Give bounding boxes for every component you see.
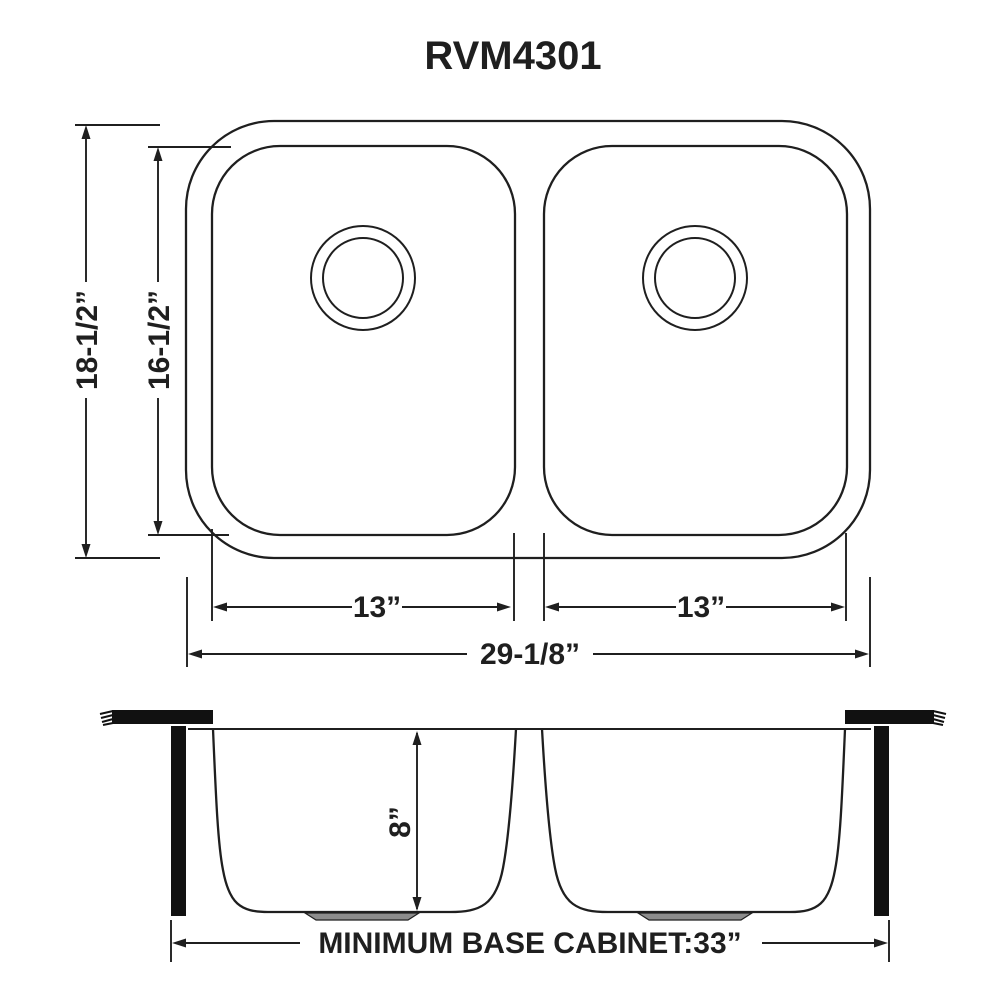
countertop-left-break-marks	[99, 710, 114, 726]
arrowhead	[412, 897, 422, 911]
hatch-mark	[101, 718, 114, 723]
outer-rim-outline	[184, 119, 872, 560]
left-bowl-outline	[210, 144, 517, 537]
countertop-right-break-marks	[932, 710, 947, 726]
left-drain-inner-ring	[322, 237, 404, 319]
right-drain	[642, 225, 748, 331]
arrowhead	[81, 544, 91, 558]
countertop-right-bar	[845, 710, 934, 724]
dimension-label-left-bowl-width: 13”	[353, 591, 401, 624]
right-bowl-outline	[542, 144, 849, 537]
right-drain-plate	[635, 912, 755, 921]
arrowhead	[855, 649, 869, 659]
product-title: RVM4301	[424, 34, 601, 78]
sink-side-view	[99, 710, 947, 921]
arrowhead	[831, 602, 845, 612]
dimension-label-overall-height: 18-1/2”	[71, 290, 104, 390]
dim-overall-width: 29-1/8”	[186, 577, 871, 671]
dimension-label-overall-width: 29-1/8”	[480, 638, 580, 671]
left-drain-plate	[302, 912, 422, 921]
dim-bowl-height: 16-1/2”	[143, 146, 231, 536]
hatch-mark	[932, 710, 947, 715]
arrowhead	[188, 649, 202, 659]
right-drain-inner-ring	[654, 237, 736, 319]
hatch-mark	[100, 714, 114, 719]
cabinet-left-wall	[171, 726, 186, 916]
hatch-mark	[99, 710, 114, 715]
left-bowl-profile	[211, 728, 518, 914]
dim-overall-height: 18-1/2”	[71, 124, 160, 559]
dim-bowl-depth: 8”	[384, 731, 422, 911]
dimension-label-right-bowl-width: 13”	[677, 591, 725, 624]
countertop-left-bar	[112, 710, 213, 724]
arrowhead	[153, 147, 163, 161]
sink-top-view	[184, 119, 872, 560]
arrowhead	[412, 731, 422, 745]
hatch-mark	[932, 722, 944, 726]
arrowhead	[153, 521, 163, 535]
dim-right-bowl-width: 13”	[543, 533, 847, 624]
dim-base-cabinet: MINIMUM BASE CABINET:33”	[170, 920, 890, 962]
hatch-mark	[102, 722, 114, 726]
arrowhead	[497, 602, 511, 612]
left-drain-outer-ring	[310, 225, 416, 331]
left-drain	[310, 225, 416, 331]
hatch-mark	[932, 718, 945, 723]
hatch-mark	[932, 714, 946, 719]
arrowhead	[874, 938, 888, 948]
cabinet-right-wall	[874, 726, 889, 916]
arrowhead	[213, 602, 227, 612]
dim-left-bowl-width: 13”	[211, 529, 515, 624]
dimension-label-bowl-height: 16-1/2”	[143, 290, 176, 390]
right-drain-outer-ring	[642, 225, 748, 331]
dimension-label-base-cabinet: MINIMUM BASE CABINET:33”	[318, 927, 741, 960]
arrowhead	[172, 938, 186, 948]
dimension-label-bowl-depth: 8”	[384, 806, 417, 838]
right-bowl-profile	[540, 728, 847, 914]
arrowhead	[81, 125, 91, 139]
arrowhead	[545, 602, 559, 612]
